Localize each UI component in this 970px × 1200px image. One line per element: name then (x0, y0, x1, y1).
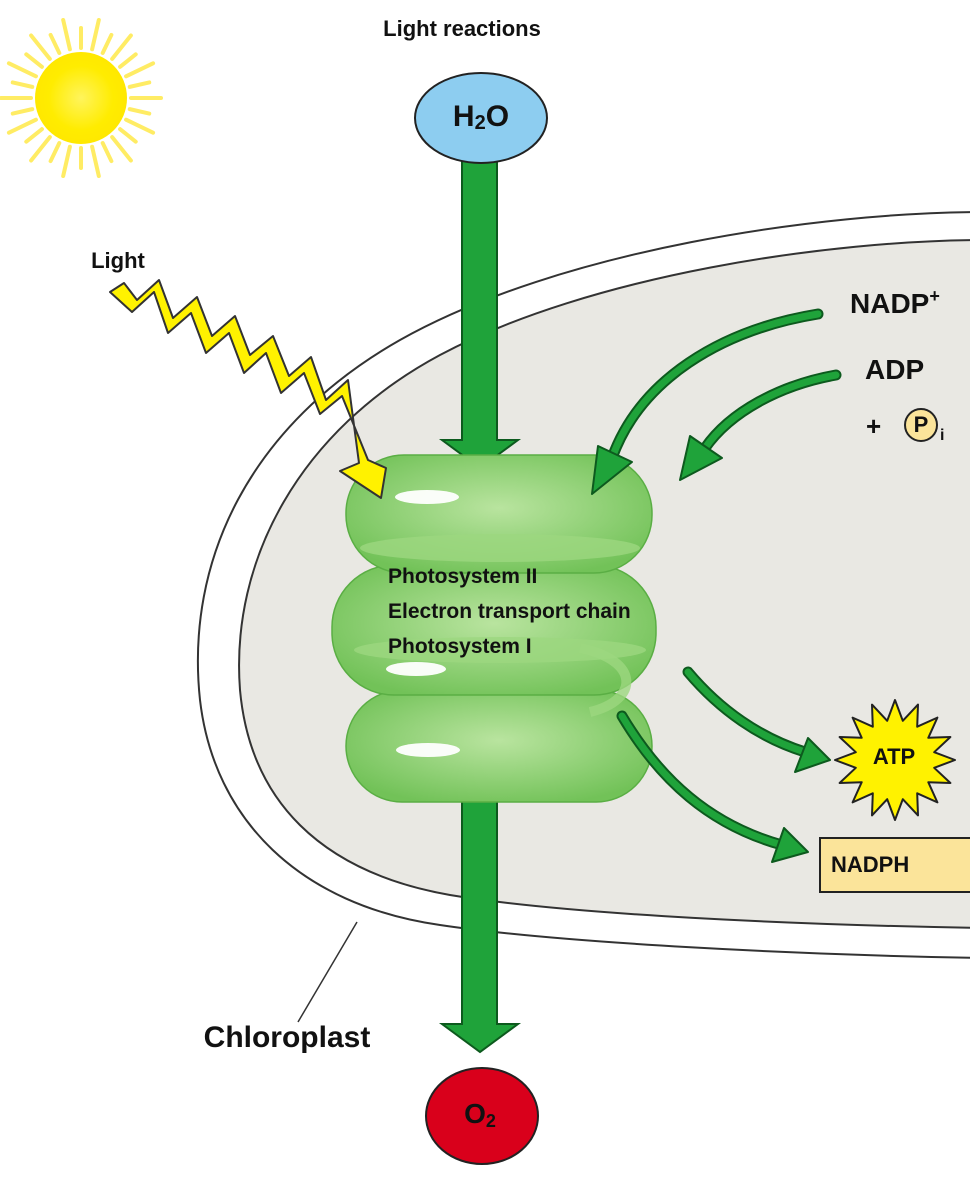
adp-label: ADP (865, 354, 924, 385)
oxygen-molecule: O2 (425, 1067, 539, 1165)
sun-ray (110, 135, 133, 163)
sun-icon (0, 18, 163, 178)
light-bolt-arrow (109, 279, 387, 499)
diagram-title: Light reactions (383, 16, 541, 41)
sun-ray (61, 144, 72, 178)
adp-input-arrow (679, 369, 842, 481)
sun-ray (90, 18, 101, 52)
oxygen-label: O2 (464, 1098, 496, 1130)
thylakoid-line-photosystem-ii: Photosystem II (388, 565, 537, 588)
sun-ray (48, 32, 62, 55)
sun-ray (61, 18, 72, 52)
sun-ray (118, 127, 138, 144)
sun-ray (29, 33, 52, 61)
nadph-label: NADPH (831, 852, 909, 877)
atp-label: ATP (873, 744, 915, 769)
oxygen-output-arrow (438, 789, 522, 1054)
thylakoid-line-electron-transport: Electron transport chain (388, 600, 631, 623)
phosphate-label: + P i (866, 408, 944, 444)
sun-ray (10, 80, 35, 89)
sun-ray (6, 61, 38, 79)
nadp-plus-label: NADP+ (850, 286, 940, 319)
thylakoid-stack: Photosystem II Electron transport chain … (331, 454, 657, 803)
sun-ray (100, 141, 114, 164)
sun-ray (127, 107, 152, 116)
sun-ray (6, 117, 38, 135)
chloroplast-pointer-line (297, 921, 358, 1023)
sun-ray (110, 33, 133, 61)
svg-text:+: + (866, 411, 881, 441)
sun-ray (100, 32, 114, 55)
sun-ray (124, 61, 156, 79)
nadp-input-arrow (591, 308, 824, 495)
sun-ray (118, 52, 138, 69)
atp-starburst: ATP (834, 699, 956, 821)
svg-text:P: P (914, 412, 929, 437)
sun-ray (127, 80, 152, 89)
water-molecule: H2O (414, 72, 548, 164)
sun-ray (124, 117, 156, 135)
sun-ray (24, 127, 44, 144)
sun-ray (24, 52, 44, 69)
light-label: Light (91, 248, 145, 273)
thylakoid-line-photosystem-i: Photosystem I (388, 635, 532, 658)
nadph-box: NADPH (819, 837, 970, 893)
nadph-output-arrow (616, 710, 809, 863)
chloroplast-label: Chloroplast (204, 1021, 371, 1054)
sun-ray (29, 135, 52, 163)
water-label: H2O (453, 100, 509, 134)
sun-ray (90, 144, 101, 178)
sun-ray (48, 141, 62, 164)
sun-ray (10, 107, 35, 116)
water-input-arrow (438, 149, 522, 470)
svg-text:i: i (940, 427, 944, 444)
atp-output-arrow (682, 666, 831, 773)
